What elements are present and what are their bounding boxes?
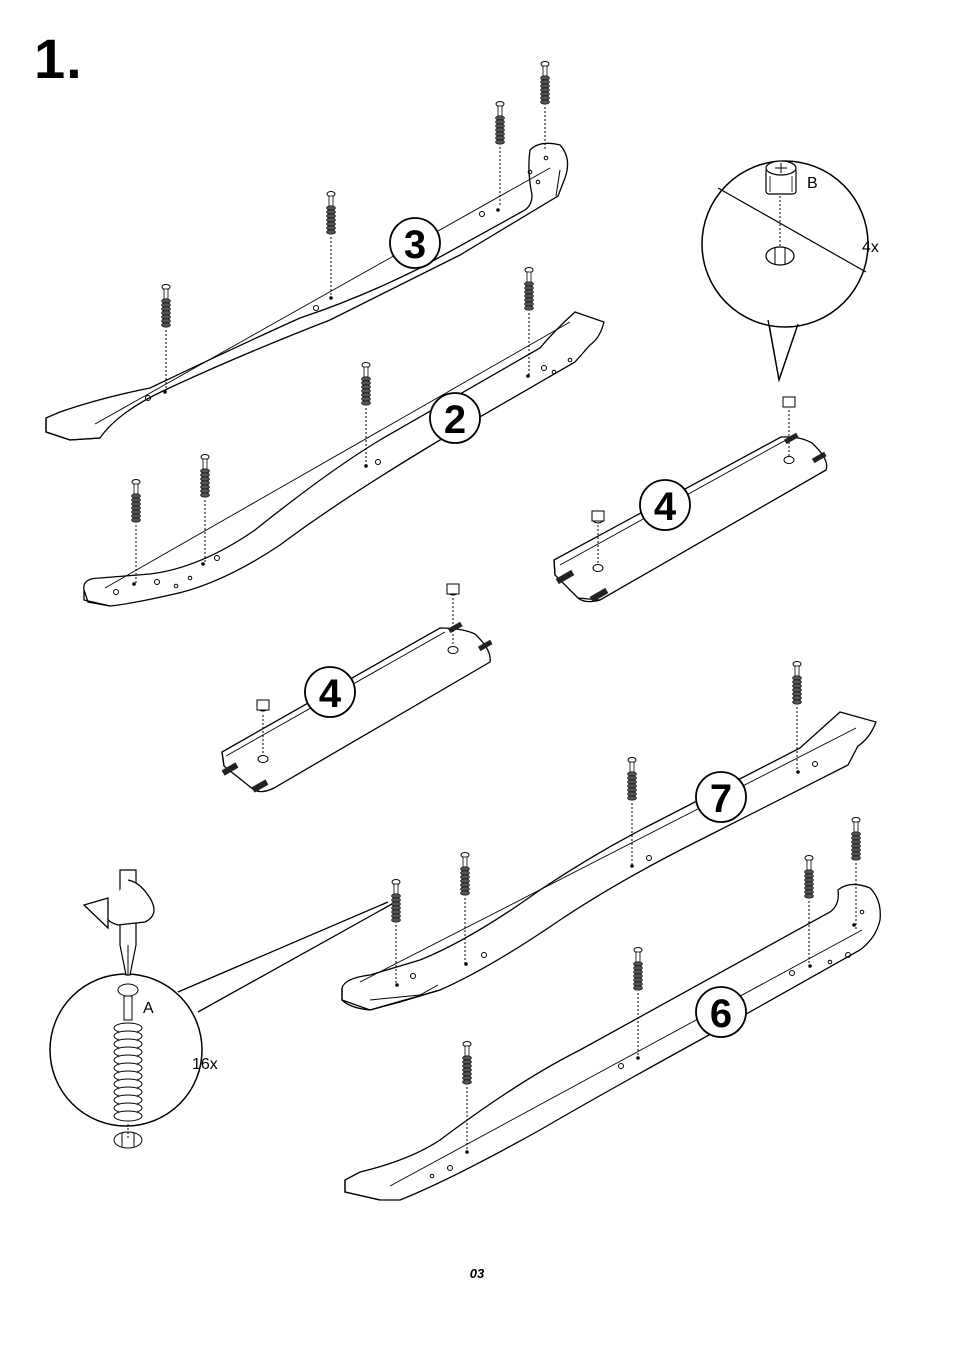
callout-cam-lock: B 4x	[702, 161, 879, 380]
cam-lock-icon	[766, 161, 796, 194]
callout-dowel-screw: A 16x	[50, 870, 392, 1148]
svg-text:6: 6	[710, 992, 732, 1036]
part-label-4-left: 4	[305, 667, 355, 717]
rail-part-6	[345, 884, 880, 1200]
rotate-arrow-icon	[84, 880, 154, 928]
rail-part-2	[84, 312, 604, 606]
callout-quantity-16x: 16x	[192, 1056, 218, 1073]
svg-text:4: 4	[654, 485, 677, 529]
svg-text:3: 3	[404, 223, 426, 267]
part-label-4-right: 4	[640, 480, 690, 530]
svg-text:4: 4	[319, 672, 342, 716]
dowel-screw-icon	[201, 455, 210, 565]
dowel-screw-icon	[162, 285, 171, 393]
svg-text:2: 2	[444, 398, 466, 442]
page-number: 03	[0, 1266, 954, 1281]
part-label-6: 6	[696, 987, 746, 1037]
part-label-2: 2	[430, 393, 480, 443]
dowel-screw-icon	[496, 102, 505, 206]
part-label-3: 3	[390, 218, 440, 268]
svg-text:7: 7	[710, 777, 732, 821]
dowel-screw-icon	[541, 62, 550, 151]
callout-quantity-4x: 4x	[862, 239, 879, 256]
dowel-screw-icon	[327, 192, 336, 301]
callout-letter-b: B	[807, 175, 818, 192]
callout-letter-a: A	[143, 1000, 154, 1017]
part-label-7: 7	[696, 772, 746, 822]
beam-part-4-left	[222, 584, 493, 793]
